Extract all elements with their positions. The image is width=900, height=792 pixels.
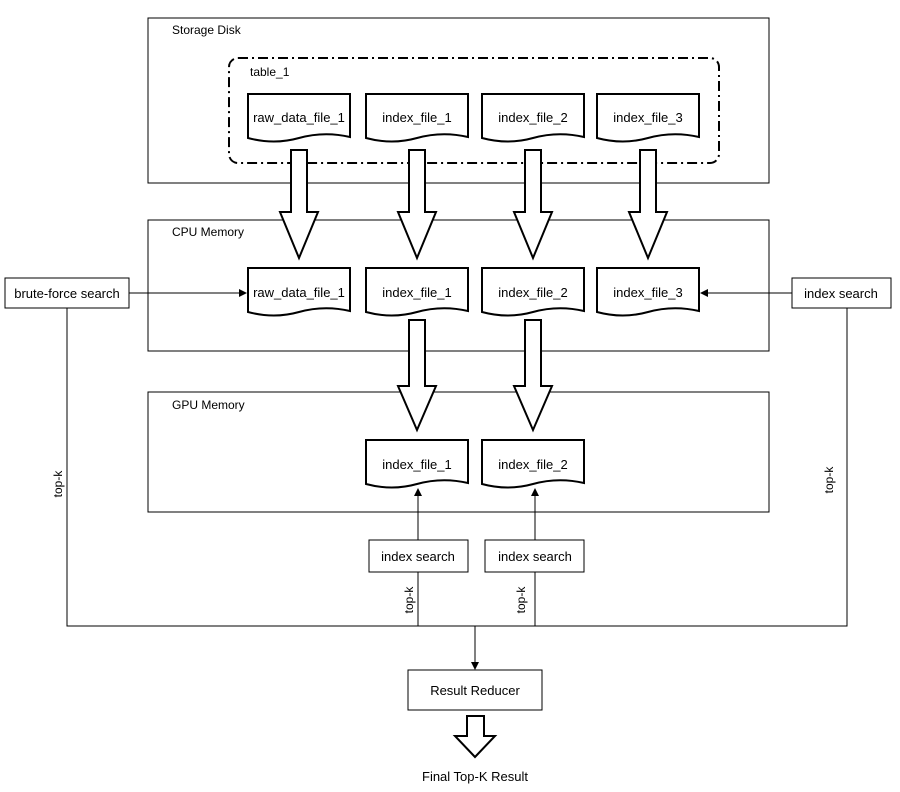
cpu-file-label: index_file_3 [613,285,682,300]
brute-force-search-label: brute-force search [14,286,120,301]
topk-label-left: top-k [51,470,65,498]
transfer-arrows-storage-to-cpu [278,149,669,261]
brute-force-search-box: brute-force search [4,277,130,309]
cpu-file-raw-data: raw_data_file_1 [247,267,351,317]
storage-file-index-3: index_file_3 [596,93,700,143]
gpu-index-search-label: index search [381,549,455,564]
result-reducer-box: Result Reducer [407,669,543,711]
gpu-index-search-box-1: index search [368,539,469,573]
cpu-file-label: index_file_1 [382,285,451,300]
transfer-arrow [396,149,438,261]
topk-collection-lines [66,308,848,670]
cpu-index-search-box: index search [791,277,892,309]
cpu-memory-group: CPU Memory raw_data_file_1 index_file_1 … [147,219,770,352]
topk-label-right: top-k [822,466,836,494]
gpu-file-label: index_file_2 [498,457,567,472]
gpu-index-search-label: index search [498,549,572,564]
storage-file-label: index_file_3 [613,110,682,125]
cpu-file-index-2: index_file_2 [481,267,585,317]
transfer-arrow [396,319,438,433]
cpu-file-label: index_file_2 [498,285,567,300]
storage-disk-title: Storage Disk [172,23,242,37]
gpu-index-search-box-2: index search [484,539,585,573]
cpu-file-label: raw_data_file_1 [253,285,345,300]
storage-file-raw-data: raw_data_file_1 [247,93,351,143]
cpu-file-index-3: index_file_3 [596,267,700,317]
storage-file-label: raw_data_file_1 [253,110,345,125]
gpu-memory-group: GPU Memory index_file_1 index_file_2 [147,391,770,513]
cpu-file-index-1: index_file_1 [365,267,469,317]
storage-file-index-2: index_file_2 [481,93,585,143]
cpu-memory-title: CPU Memory [172,225,244,239]
final-result-label: Final Top-K Result [422,769,528,784]
topk-line-right [475,308,848,627]
gpu-file-index-2: index_file_2 [481,439,585,489]
gpu-file-label: index_file_1 [382,457,451,472]
topk-label-gpu-2: top-k [514,586,528,614]
transfer-arrow [627,149,669,261]
transfer-arrows-cpu-to-gpu [396,319,554,433]
storage-file-label: index_file_2 [498,110,567,125]
transfer-arrow [278,149,320,261]
cpu-index-search-label: index search [804,286,878,301]
storage-file-label: index_file_1 [382,110,451,125]
storage-file-index-1: index_file_1 [365,93,469,143]
transfer-arrow [512,149,554,261]
transfer-arrow [512,319,554,433]
final-output-arrow [452,715,498,759]
topk-line-left [66,308,475,627]
gpu-memory-title: GPU Memory [172,398,245,412]
topk-label-gpu-1: top-k [402,586,416,614]
storage-disk-group: Storage Disk table_1 raw_data_file_1 ind… [147,17,770,184]
table-label: table_1 [250,65,290,79]
gpu-file-index-1: index_file_1 [365,439,469,489]
table-group-outline [228,57,720,164]
result-reducer-label: Result Reducer [430,683,520,698]
